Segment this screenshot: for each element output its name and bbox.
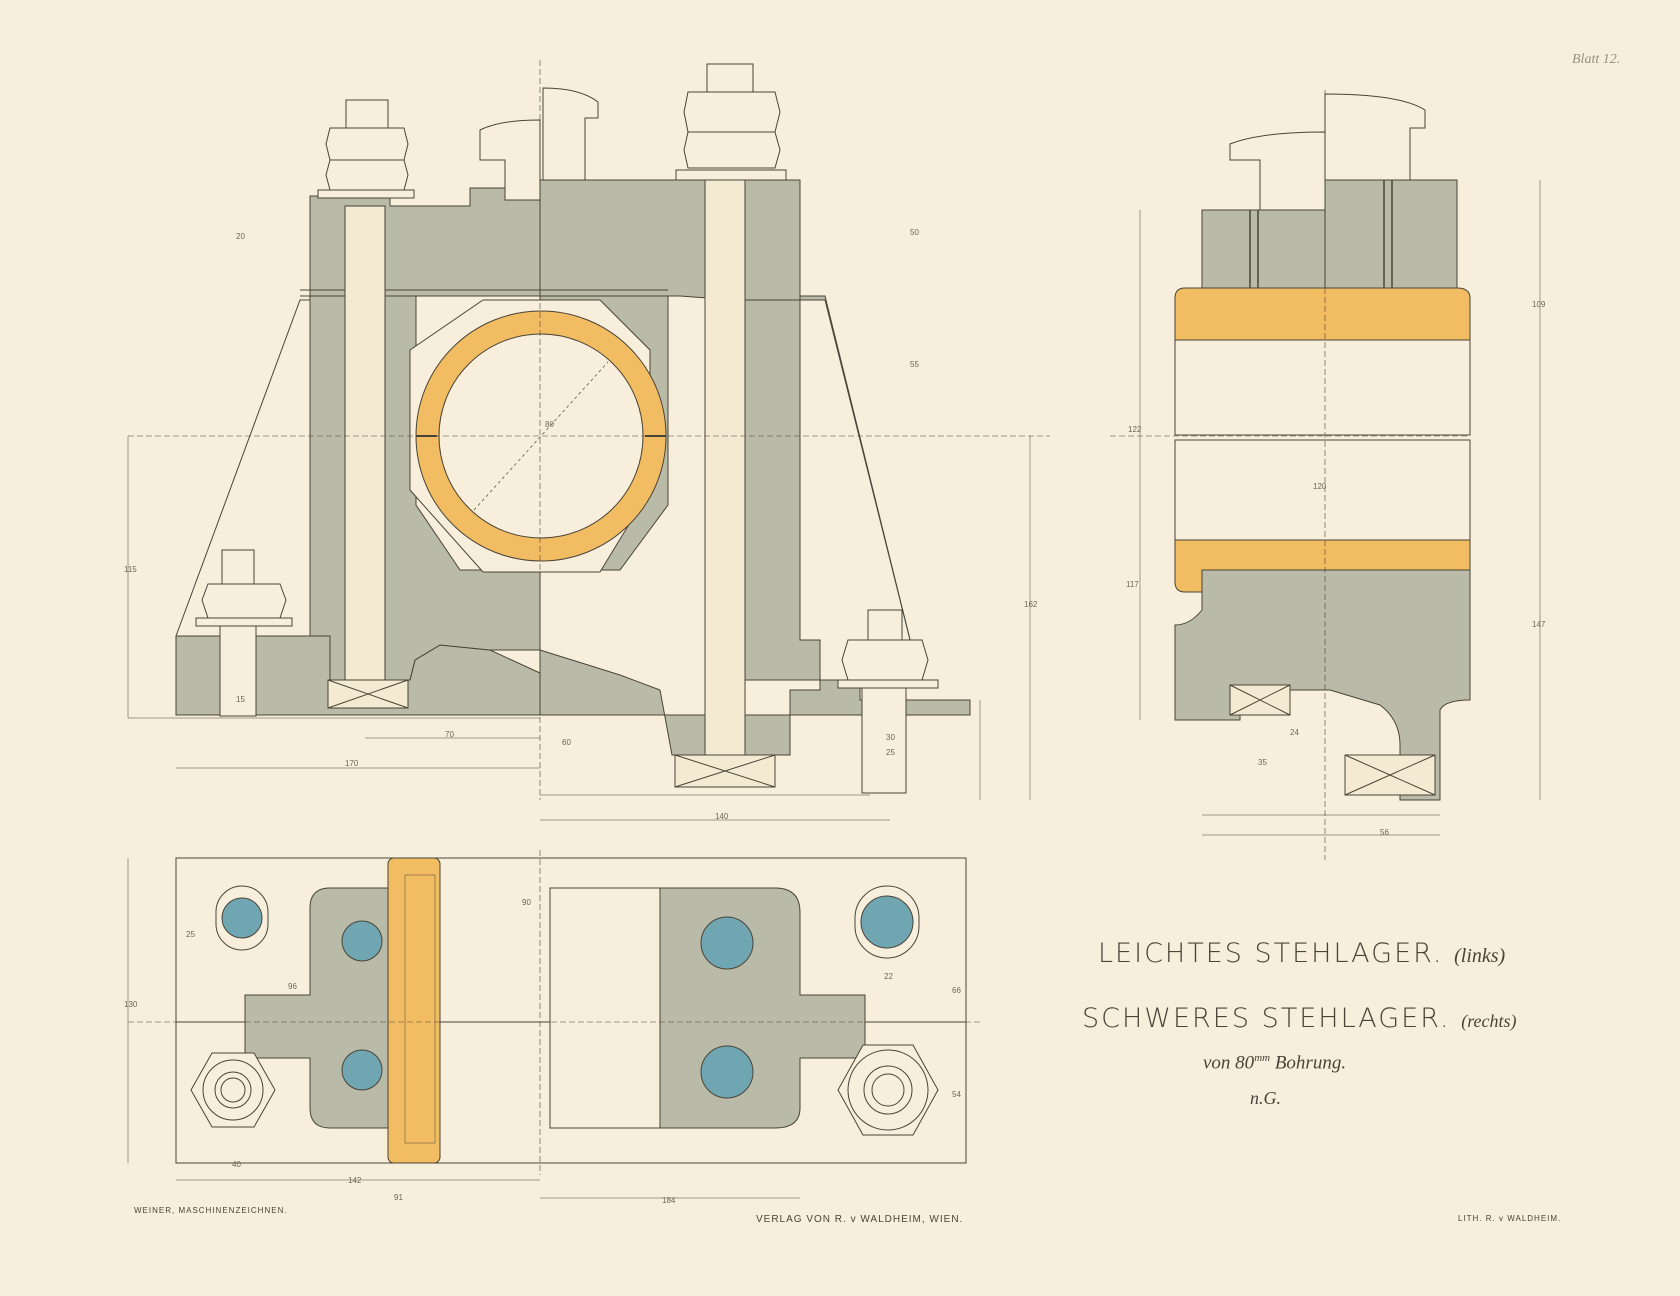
oil-cap-right — [542, 87, 599, 181]
dim-170: 170 — [345, 759, 359, 768]
title-light-bearing: LEICHTES STEHLAGER. — [1098, 938, 1444, 969]
dim-54: 54 — [952, 1090, 961, 1099]
title-bore-unit: mm — [1254, 1052, 1271, 1064]
side-cap-right — [1324, 179, 1458, 289]
title-heavy-bearing: SCHWERES STEHLAGER. — [1082, 1003, 1451, 1034]
housing-slope-left — [175, 299, 311, 637]
dim-140: 140 — [715, 812, 729, 821]
housing-slope-right — [799, 299, 921, 681]
foot-bolt-left — [195, 549, 293, 717]
side-oil-cap-right — [1324, 93, 1426, 181]
nut-block-left — [327, 679, 409, 709]
bolt-shank-right — [704, 179, 746, 756]
plan-hex-nut-left — [190, 1052, 276, 1128]
dim-40: 40 — [232, 1160, 241, 1169]
title-line-1: LEICHTES STEHLAGER. (links) — [1098, 938, 1505, 969]
side-view — [1110, 90, 1541, 860]
side-shaft-bottom — [1174, 439, 1471, 541]
dim-90: 90 — [522, 898, 531, 907]
dim-15: 15 — [236, 695, 245, 704]
dim-bore: 80 — [545, 420, 554, 429]
title-light-note: (links) — [1454, 945, 1506, 967]
plan-bronze-left — [387, 857, 441, 1164]
dim-91: 91 — [394, 1193, 403, 1202]
dim-122: 122 — [1128, 425, 1142, 434]
dim-142: 142 — [348, 1176, 362, 1185]
bolt-section-4 — [341, 1049, 383, 1091]
title-line-4: n.G. — [1250, 1088, 1281, 1108]
nut-block-right — [674, 754, 776, 788]
dim-109: 109 — [1532, 300, 1546, 309]
dim-115: 115 — [124, 565, 137, 574]
dim-30: 30 — [886, 733, 895, 742]
front-view — [127, 60, 1050, 821]
plan-hex-nut-right — [837, 1044, 939, 1136]
dim-22: 22 — [884, 972, 893, 981]
dim-70: 70 — [445, 730, 454, 739]
title-bore-prefix: von 80 — [1203, 1052, 1255, 1074]
plan-view — [127, 850, 980, 1199]
title-bore-suffix: Bohrung. — [1270, 1052, 1347, 1074]
side-nut-block-right — [1344, 754, 1436, 796]
side-oil-cap-left — [1229, 131, 1326, 211]
dim-25: 25 — [886, 748, 895, 757]
dim-55: 55 — [910, 360, 919, 369]
dim-25b: 25 — [186, 930, 195, 939]
dim-184: 184 — [662, 1196, 676, 1205]
dim-130: 130 — [124, 1000, 138, 1009]
bolt-section-1 — [221, 897, 263, 939]
bolt-section-6 — [700, 1045, 754, 1099]
dim-20: 20 — [236, 232, 245, 241]
title-line-2: SCHWERES STEHLAGER. (rechts) — [1082, 1003, 1517, 1034]
title-line-3: von 80mm Bohrung. — [1203, 1052, 1346, 1074]
dim-35: 35 — [1258, 758, 1267, 767]
oil-cap-left — [479, 119, 541, 201]
side-bushing-top — [1174, 287, 1471, 341]
footer-lithographer: LITH. R. v WALDHEIM. — [1458, 1214, 1562, 1223]
bolt-section-2 — [860, 895, 914, 949]
side-base — [1174, 569, 1471, 801]
dim-56: 56 — [1380, 828, 1389, 837]
dim-117: 117 — [1126, 580, 1139, 589]
side-shaft-top — [1174, 339, 1471, 436]
footer-author: WEINER, MASCHINENZEICHNEN. — [134, 1206, 288, 1215]
sheet-number: Blatt 12. — [1572, 52, 1621, 67]
title-heavy-note: (rechts) — [1461, 1011, 1517, 1031]
bolt-section-3 — [341, 920, 383, 962]
dim-66: 66 — [952, 986, 961, 995]
bolt-section-5 — [700, 916, 754, 970]
dim-162: 162 — [1024, 600, 1038, 609]
hex-nut-top-left — [317, 99, 415, 199]
dim-147: 147 — [1532, 620, 1546, 629]
side-nut-block-left — [1229, 684, 1291, 716]
foot-bolt-right — [837, 609, 939, 794]
shaft-bore — [438, 333, 644, 539]
dim-50: 50 — [910, 228, 919, 237]
hex-nut-top-right — [675, 63, 787, 181]
dim-120: 120 — [1313, 482, 1327, 491]
dim-96: 96 — [288, 982, 297, 991]
dim-24: 24 — [1290, 728, 1299, 737]
footer-publisher: VERLAG VON R. v WALDHEIM, WIEN. — [756, 1214, 964, 1225]
bolt-shank-left — [344, 205, 386, 682]
dim-60: 60 — [562, 738, 571, 747]
side-cap-left — [1201, 209, 1326, 289]
